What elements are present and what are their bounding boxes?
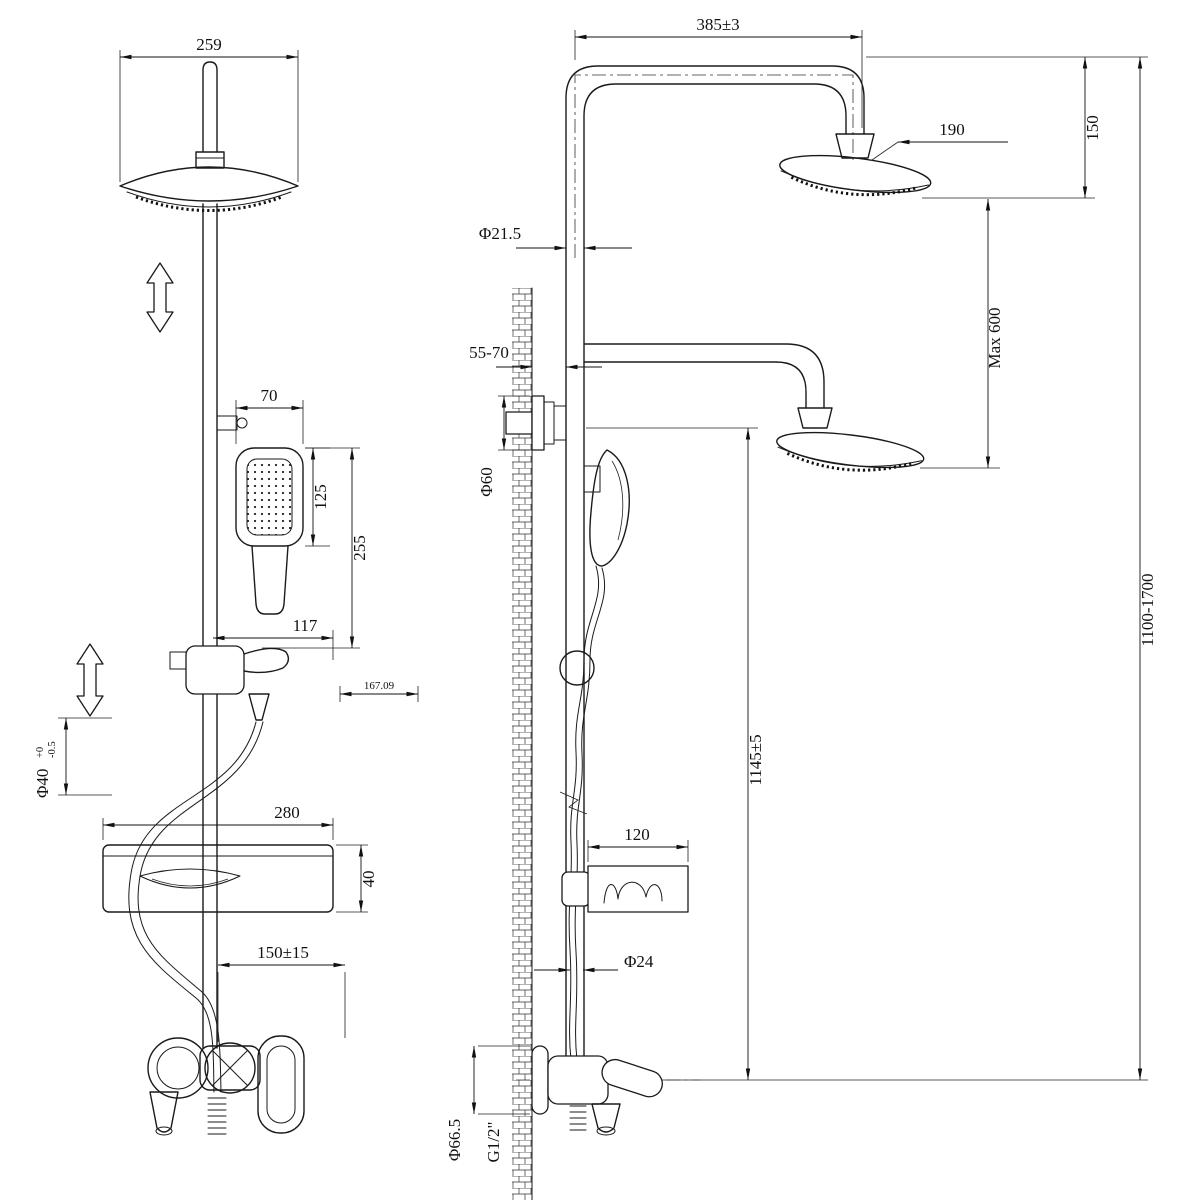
- shower-arm-side-lower: [583, 343, 925, 472]
- slider-clamp-side: [559, 650, 595, 686]
- dim-thread: G1/2": [484, 1122, 503, 1163]
- dim-flange-dia-group: Φ60: [477, 395, 530, 497]
- shelf-front: [102, 844, 334, 913]
- dim-head-dia: 190: [939, 120, 965, 139]
- dim-dish-width: 120: [624, 825, 650, 844]
- wall-bracket-side: [505, 395, 567, 451]
- top-arm-front: [195, 61, 225, 169]
- dim-bracket-offset: 117: [293, 616, 318, 635]
- dim-column-dia: Φ40: [33, 769, 52, 798]
- rain-head-front: [119, 166, 299, 212]
- dim-escutcheon-dia: Φ66.5: [445, 1119, 464, 1161]
- bracket-adjust-arrow-icon: [76, 643, 104, 717]
- dim-height-range: 1100-1700: [1138, 573, 1157, 646]
- dim-shelf-thickness-group: 40: [336, 844, 378, 913]
- dim-hand-face: 125: [311, 484, 330, 510]
- dim-hose-drop: 1145±5: [746, 734, 765, 785]
- dim-head-dia-group: 190: [871, 120, 1008, 161]
- dim-shelf-width: 280: [274, 803, 300, 822]
- dim-shelf-thickness: 40: [359, 871, 378, 888]
- riser-pipe-side: [565, 65, 865, 1076]
- dim-max-drop: Max 600: [985, 308, 1004, 369]
- dim-escutcheon-dia-group: Φ66.5: [445, 1045, 530, 1161]
- dim-bracket-offset-group: 117: [213, 616, 334, 660]
- dim-shelf-width-group: 280: [102, 803, 334, 840]
- front-view: 259 70 125 255 117 167.09: [33, 35, 419, 1136]
- hand-shower-side: [583, 449, 630, 567]
- dim-hose-drop-group: 1145±5: [586, 427, 765, 1080]
- dim-height-range-group: 1100-1700: [610, 57, 1157, 1081]
- dim-max-drop-group: Max 600: [920, 199, 1004, 469]
- dim-column-dia-group: Φ40 +0 -0.5: [33, 717, 112, 798]
- mixer-faucet-front: [147, 1035, 305, 1136]
- dim-hand-face-group: 125: [305, 447, 330, 547]
- dim-inlet-spacing-group: 150±15: [217, 943, 346, 1042]
- dim-head-width-group: 259: [119, 35, 299, 182]
- shower-hose-side: [559, 565, 606, 1079]
- dim-hand-length-group: 255: [262, 447, 369, 649]
- dim-flange-dia: Φ60: [477, 467, 496, 496]
- dim-thread-group: G1/2": [484, 1122, 503, 1163]
- dim-hose-dia-group: Φ24: [534, 952, 654, 973]
- dim-riser-dia-group: Φ21.5: [479, 224, 632, 251]
- dim-column-dia-tol-upper: +0: [35, 747, 46, 758]
- dim-dish-width-group: 120: [587, 825, 689, 862]
- shower-column-front: [202, 203, 218, 1049]
- dim-riser-dia: Φ21.5: [479, 224, 521, 243]
- dim-head-width: 259: [196, 35, 222, 54]
- diverter-knob-front: [216, 415, 248, 431]
- soap-dish-side: [561, 865, 689, 913]
- dim-head-drop: 150: [1083, 115, 1102, 141]
- dim-arm-reach-group: 385±3: [574, 15, 863, 128]
- dim-column-dia-tol-lower: -0.5: [47, 741, 58, 758]
- hand-shower-front: [235, 447, 304, 615]
- dim-wall-clearance: 55-70: [469, 343, 509, 362]
- rain-head-side-upper: [779, 133, 932, 197]
- dim-hand-width: 70: [261, 386, 278, 405]
- dim-inlet-spacing: 150±15: [257, 943, 309, 962]
- dim-hand-length: 255: [350, 535, 369, 561]
- mixer-faucet-side: [516, 1045, 700, 1136]
- height-adjust-arrow-icon: [146, 262, 174, 333]
- slider-bracket-front: [169, 645, 290, 721]
- dim-hand-width-group: 70: [235, 386, 304, 444]
- dim-head-drop-group: 150: [866, 56, 1148, 199]
- dim-bracket-detail-group: 167.09: [339, 680, 419, 702]
- dim-arm-reach: 385±3: [696, 15, 739, 34]
- dim-hose-dia: Φ24: [624, 952, 654, 971]
- dim-wall-clearance-group: 55-70: [469, 343, 602, 370]
- shower-hose-front: [128, 721, 264, 1093]
- side-view: 385±3 190 150 Φ21.5 Max 600 55-70: [445, 15, 1157, 1200]
- dim-bracket-detail: 167.09: [364, 680, 395, 692]
